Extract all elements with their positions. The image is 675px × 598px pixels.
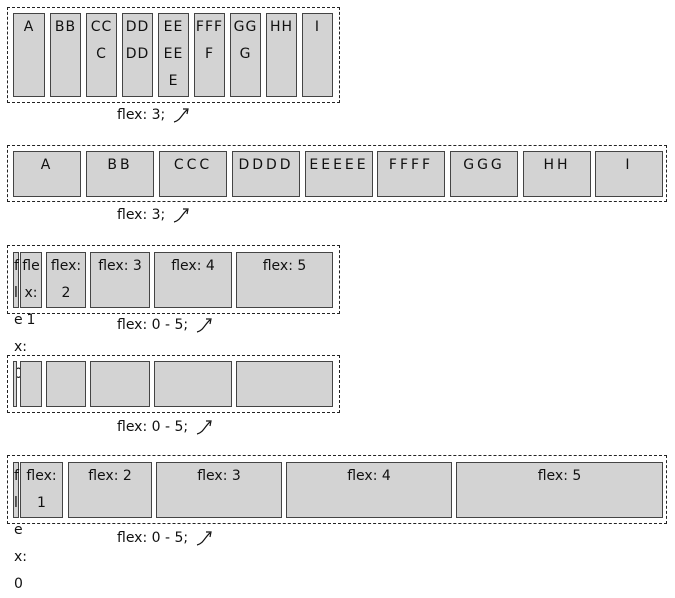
- flex-item-ccc: CCC: [159, 151, 227, 197]
- flex-item-1: flex: 1: [20, 462, 63, 518]
- flex-container-3: flex: 0 flex: 1 flex: 2 flex: 3 flex: 4 …: [7, 245, 340, 382]
- flex-item-hh: HH: [266, 13, 297, 97]
- flex-item-2: flex: 2: [68, 462, 152, 518]
- flex-item-2: flex: 2: [46, 252, 86, 308]
- caption-5: flex: 0 - 5;: [117, 529, 215, 547]
- flex-item-1: flex: 1: [20, 252, 42, 328]
- flex-item-i: I: [595, 151, 663, 197]
- flex-item-3: flex: 3: [90, 252, 150, 308]
- flex-item-eeeee: EEEEE: [305, 151, 373, 197]
- curved-arrow-icon: [173, 108, 189, 123]
- caption-text: flex: 0 - 5;: [117, 419, 189, 435]
- flex-item-bb: BB: [50, 13, 81, 97]
- flex-item-0: [13, 361, 17, 407]
- flex-item-3: [90, 361, 150, 407]
- flex-item-2: [46, 361, 86, 407]
- flex-item-4: [154, 361, 232, 407]
- flex-item-0: flex: 0: [13, 252, 27, 382]
- caption-3: flex: 0 - 5;: [117, 316, 215, 334]
- flex-item-ccc: CCC: [86, 13, 117, 97]
- flex-item-5: flex: 5: [456, 462, 663, 518]
- curved-arrow-icon: [173, 208, 189, 223]
- flex-container-5: flex: 0 flex: 1 flex: 2 flex: 3 flex: 4 …: [7, 455, 667, 592]
- flex-item-5: [236, 361, 333, 407]
- flex-container-4: [7, 355, 340, 413]
- caption-text: flex: 3;: [117, 207, 166, 223]
- flex-item-dddd: DDDD: [122, 13, 153, 97]
- flex-item-dddd: DDDD: [232, 151, 300, 197]
- flex-item-4: flex: 4: [286, 462, 452, 518]
- flex-item-ggg: GGG: [450, 151, 518, 197]
- flex-container-1: A BB CCC DDDD EEEEE FFFF GGG HH I: [7, 7, 340, 103]
- caption-1: flex: 3;: [117, 106, 192, 124]
- curved-arrow-icon: [196, 318, 212, 333]
- flex-item-5: flex: 5: [236, 252, 333, 308]
- caption-4: flex: 0 - 5;: [117, 418, 215, 436]
- flex-item-a: A: [13, 13, 45, 97]
- curved-arrow-icon: [196, 420, 212, 435]
- caption-text: flex: 3;: [117, 107, 166, 123]
- flex-item-ffff: FFFF: [194, 13, 225, 97]
- flex-item-i: I: [302, 13, 333, 97]
- caption-2: flex: 3;: [117, 206, 192, 224]
- curved-arrow-icon: [196, 531, 212, 546]
- flex-item-4: flex: 4: [154, 252, 232, 308]
- flex-item-bb: BB: [86, 151, 154, 197]
- flex-item-ggg: GGG: [230, 13, 261, 97]
- flex-item-3: flex: 3: [156, 462, 282, 518]
- caption-text: flex: 0 - 5;: [117, 530, 189, 546]
- flex-item-hh: HH: [523, 151, 591, 197]
- flex-item-ffff: FFFF: [377, 151, 445, 197]
- caption-text: flex: 0 - 5;: [117, 317, 189, 333]
- flex-container-2: A BB CCC DDDD EEEEE FFFF GGG HH I: [7, 145, 667, 202]
- flex-item-0: flex: 0: [13, 462, 27, 592]
- flex-item-a: A: [13, 151, 81, 197]
- flex-item-1: [20, 361, 42, 407]
- flex-item-eeeee: EEEEE: [158, 13, 189, 97]
